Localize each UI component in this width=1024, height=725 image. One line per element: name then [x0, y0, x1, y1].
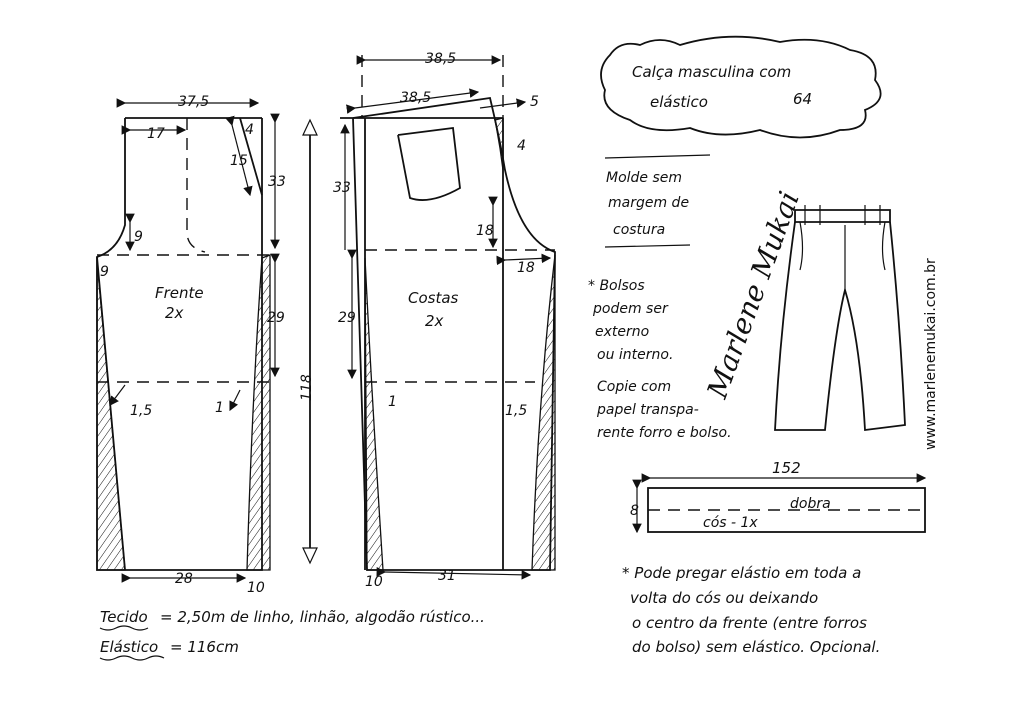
- waistband-fold-label: dobra: [790, 496, 831, 512]
- back-crotch-h-label: 18: [517, 260, 535, 276]
- back-hem-ext-label: 10: [365, 574, 383, 590]
- title-cloud: Calça masculina com elástico 64: [600, 35, 882, 139]
- waistband-piece: 152 8 dobra cós - 1x: [630, 459, 927, 534]
- elastico-value: = 116cm: [170, 638, 239, 656]
- front-knee-right-label: 1: [215, 400, 224, 416]
- front-outline: [96, 117, 263, 571]
- bolsos-note-line: ou interno.: [597, 347, 673, 363]
- length-label: 118: [299, 374, 315, 401]
- front-hem-label: 28: [175, 571, 193, 587]
- front-pocket-line: [186, 118, 206, 253]
- bolsos-note-line: papel transpa-: [596, 402, 699, 418]
- back-inseam-hatch: [364, 257, 384, 571]
- back-piece-qty: 2x: [425, 312, 444, 330]
- materials: Tecido = 2,50m de linho, linhão, algodão…: [99, 608, 485, 661]
- front-crotch-v-label: 9: [134, 229, 143, 245]
- waistband-height-label: 8: [630, 503, 639, 519]
- back-pattern-piece: 38,5 38,5 5 4 33 18 18 29 Costas 2x 1 1,…: [333, 51, 556, 590]
- tecido-value: = 2,50m de linho, linhão, algodão rústic…: [160, 608, 485, 626]
- bolsos-note-line: * Bolsos: [588, 278, 645, 294]
- front-dart-top-label: 4: [245, 122, 254, 138]
- back-leg-label: 29: [338, 310, 356, 326]
- front-crotch-h-label: 9: [100, 264, 109, 280]
- front-dart-length-label: 15: [230, 153, 248, 169]
- back-pocket: [397, 126, 461, 201]
- bolsos-note: * Bolsos podem ser externo ou interno. C…: [588, 278, 732, 441]
- pants-illustration: [774, 205, 906, 432]
- bolsos-note-line: externo: [595, 324, 649, 340]
- front-inseam-hatch: [96, 259, 126, 571]
- website-watermark: www.marlenemukai.com.br: [923, 258, 939, 450]
- back-crotch-v-label: 18: [476, 223, 494, 239]
- front-offset-label: 17: [147, 126, 165, 142]
- front-pattern-piece: 37,5 17 4 15 33 9 9 29 Frente 2x 1,5 1 2…: [96, 94, 286, 596]
- front-knee-left-label: 1,5: [130, 403, 152, 419]
- front-rise-label: 33: [268, 174, 286, 190]
- molde-note-line3: costura: [613, 222, 665, 238]
- back-rise-label: 33: [333, 180, 351, 196]
- back-dart-label: 4: [517, 138, 526, 154]
- back-raise-label: 5: [530, 94, 539, 110]
- tecido-label: Tecido: [100, 608, 148, 626]
- elastic-note-line: volta do cós ou deixando: [630, 589, 818, 607]
- front-top-width-label: 37,5: [178, 94, 209, 110]
- back-outer-width-label: 38,5: [425, 51, 456, 67]
- elastic-note-line: * Pode pregar elástio em toda a: [622, 564, 861, 582]
- front-leg-label: 29: [267, 310, 285, 326]
- elastic-note-line: o centro da frente (entre forros: [632, 614, 867, 632]
- length-reference: 118: [299, 118, 318, 565]
- waistband-length-label: 152: [772, 459, 801, 477]
- back-outline: [352, 96, 556, 571]
- front-hem-ext-label: 10: [247, 580, 265, 596]
- front-piece-name: Frente: [155, 284, 204, 302]
- molde-note-line1: Molde sem: [606, 170, 682, 186]
- molde-note-line2: margem de: [608, 195, 689, 211]
- bolsos-note-line: rente forro e bolso.: [597, 425, 732, 441]
- back-knee-left-label: 1: [388, 394, 397, 410]
- elastico-label: Elástico: [100, 638, 158, 656]
- title-line2: elástico: [650, 93, 708, 111]
- back-hem-label: 31: [438, 568, 456, 584]
- back-piece-name: Costas: [408, 289, 459, 307]
- molde-note: Molde sem margem de costura: [604, 154, 711, 248]
- bolsos-note-line: Copie com: [597, 379, 671, 395]
- waistband-name-label: cós - 1x: [703, 515, 758, 531]
- elastic-note: * Pode pregar elástio em toda a volta do…: [622, 564, 880, 656]
- title-number: 64: [793, 90, 812, 108]
- back-sideseam-hatch: [531, 254, 556, 571]
- signature: Marlene Mukai: [700, 187, 806, 403]
- front-sideseam-hatch: [246, 254, 271, 571]
- elastic-note-line: do bolso) sem elástico. Opcional.: [632, 638, 880, 656]
- title-line1: Calça masculina com: [632, 63, 791, 81]
- front-piece-qty: 2x: [165, 304, 184, 322]
- back-knee-right-label: 1,5: [505, 403, 527, 419]
- bolsos-note-line: podem ser: [592, 301, 669, 317]
- back-dart-hatch: [494, 117, 504, 171]
- back-top-width-label: 38,5: [400, 90, 431, 106]
